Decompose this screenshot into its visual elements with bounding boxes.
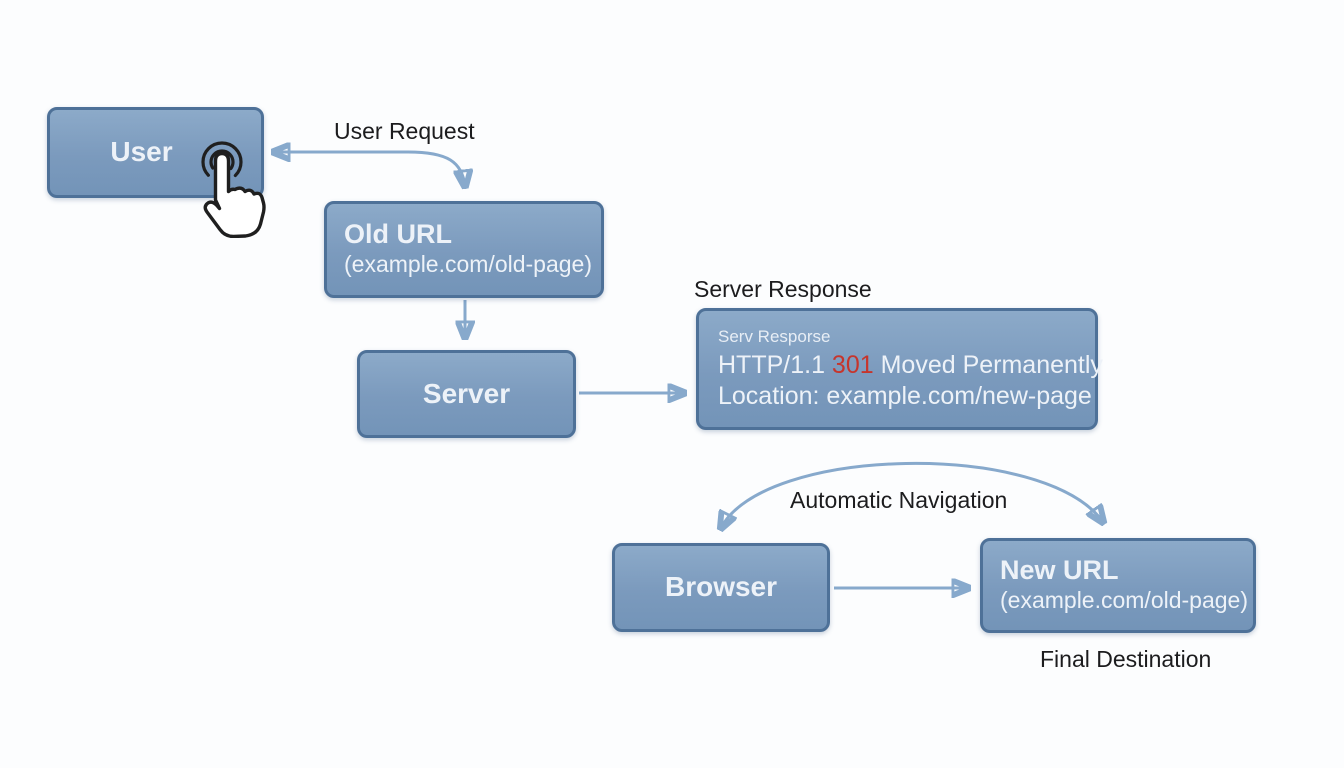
new-url-node-label: New URL (1000, 554, 1119, 585)
server-response-heading: Serv Resporse (718, 326, 831, 346)
server-response-label: Server Response (694, 276, 872, 302)
automatic-navigation-label: Automatic Navigation (790, 487, 1008, 513)
old-url-node-sublabel: (example.com/old-page) (344, 250, 593, 277)
user-request-arrow (274, 152, 465, 186)
old-url-node: Old URL (example.com/old-page) (324, 201, 604, 298)
new-url-node: New URL (example.com/old-page) (980, 538, 1256, 633)
status-prefix: HTTP/1.1 (718, 350, 832, 379)
server-response-status-line: HTTP/1.1 301 Moved Permanently (718, 350, 1103, 381)
server-node-label: Server (422, 377, 511, 409)
browser-node: Browser (612, 543, 830, 632)
server-response-node: Serv Resporse HTTP/1.1 301 Moved Permane… (696, 308, 1103, 430)
final-destination-label: Final Destination (1040, 646, 1212, 672)
browser-node-label: Browser (664, 571, 778, 603)
automatic-navigation-arc (721, 462, 1103, 528)
status-suffix: Moved Permanently (873, 350, 1103, 379)
server-response-location-line: Location: example.com/new-page (718, 381, 1092, 410)
new-url-node-sublabel: (example.com/old-page) (1000, 586, 1249, 613)
server-node: Server (357, 350, 576, 438)
old-url-node-label: Old URL (344, 218, 452, 249)
user-node-label: User (110, 136, 173, 168)
user-request-label: User Request (334, 118, 475, 144)
tap-cursor-icon (201, 141, 266, 238)
status-code-301: 301 (831, 350, 874, 379)
